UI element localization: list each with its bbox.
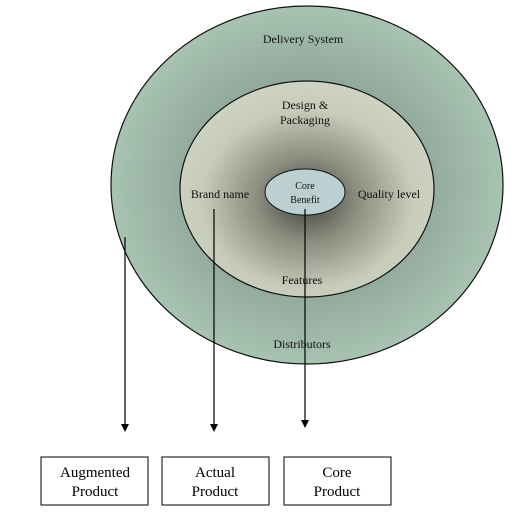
actual-product-box: Actual Product	[161, 456, 270, 506]
actual-product-line2: Product	[192, 484, 239, 500]
core-benefit-ellipse	[264, 168, 346, 216]
delivery-system-label: Delivery System	[263, 32, 344, 46]
core-product-line1: Core	[322, 465, 352, 481]
brand-name-label: Brand name	[191, 187, 249, 201]
distributors-label: Distributors	[273, 337, 331, 351]
actual-product-line1: Actual	[195, 465, 235, 481]
features-label: Features	[282, 273, 323, 287]
core-benefit-label-line1: Core	[295, 181, 315, 192]
core-benefit-label-line2: Benefit	[290, 195, 320, 206]
core-product-line2: Product	[314, 484, 361, 500]
core-product-box: Core Product	[283, 456, 392, 506]
design-packaging-label-line1: Design &	[282, 98, 329, 112]
augmented-product-box: Augmented Product	[40, 456, 149, 506]
augmented-product-line1: Augmented	[60, 465, 130, 481]
design-packaging-label-line2: Packaging	[280, 113, 330, 127]
augmented-product-line2: Product	[72, 484, 119, 500]
quality-level-label: Quality level	[358, 187, 421, 201]
